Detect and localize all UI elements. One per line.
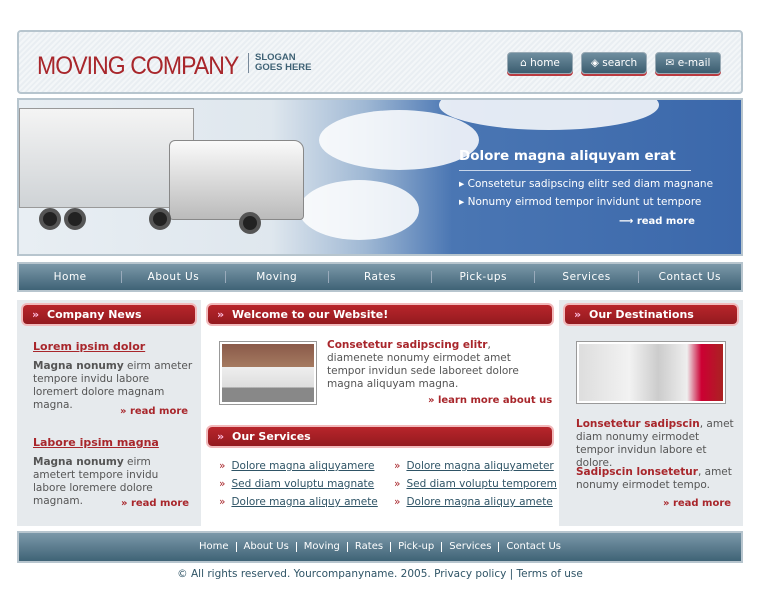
mail-icon: ✉ (665, 57, 678, 69)
email-label: e-mail (677, 57, 711, 69)
home-icon: ⌂ (520, 57, 531, 69)
nav-about-us[interactable]: About Us (121, 271, 224, 283)
search-label: search (602, 57, 638, 69)
learn-more-link[interactable]: » learn more about us (428, 395, 553, 406)
cloud (319, 110, 479, 170)
welcome-header: Welcome to our Website! (208, 305, 552, 324)
read-more-link[interactable]: » read more (121, 498, 190, 509)
welcome-body: , diamenete nonumy eirmodet amet tempor … (327, 339, 519, 390)
nav-moving[interactable]: Moving (224, 271, 328, 283)
learn-more-label: learn more about us (437, 395, 553, 406)
nav-pick-ups[interactable]: Pick-ups (431, 271, 534, 283)
wheel (239, 212, 261, 234)
service-link[interactable]: Dolore magna aliquyamere (219, 460, 374, 472)
read-more-label: read more (672, 498, 732, 509)
service-link[interactable]: Dolore magna aliquyameter (394, 460, 553, 472)
banner-read-more-link[interactable]: ⟶ read more (619, 216, 695, 227)
truck-cab-image (169, 140, 304, 220)
welcome-text: Consetetur sadipscing elitr, diamenete n… (327, 339, 542, 391)
destinations-header: Our Destinations (565, 305, 737, 324)
news-body: eirm ametert tempore invidu labore lorem… (33, 456, 159, 507)
footer-link-rates[interactable]: Rates (346, 542, 390, 552)
destination-bold: Lonsetetur sadipscin (576, 418, 700, 430)
read-more-link[interactable]: » read more (663, 498, 732, 509)
news-text: Magna nonumy eirm ametert tempore invidu… (33, 456, 193, 508)
nav-rates[interactable]: Rates (327, 271, 431, 283)
divider (459, 170, 691, 171)
news-bold: Magna nonumy (33, 456, 124, 468)
banner: Dolore magna aliquyam erat ▸ Consetetur … (17, 98, 743, 256)
company-news-panel: Company News Lorem ipsim dolor Magna non… (17, 300, 201, 526)
nav-home[interactable]: Home (53, 271, 87, 283)
banner-title: Dolore magna aliquyam erat (459, 148, 676, 164)
footer-link-home[interactable]: Home (198, 541, 229, 552)
footer-link-contact-us[interactable]: Contact Us (498, 542, 568, 552)
footer-link-pick-up[interactable]: Pick-up (390, 542, 441, 552)
news-title-link[interactable]: Labore ipsim magna (33, 436, 159, 449)
news-body: eirm ameter tempore invidu labore loreme… (33, 360, 193, 411)
home-label: home (530, 57, 560, 69)
moving-truck-photo (219, 341, 317, 405)
news-bold: Magna nonumy (33, 360, 124, 372)
destination-bold: Sadipscin lonsetetur (576, 466, 698, 478)
nav-services[interactable]: Services (534, 271, 637, 283)
wheel (39, 208, 61, 230)
destination-text: Lonsetetur sadipscin, amet diam nonumy e… (576, 418, 736, 470)
service-link[interactable]: Dolore magna aliquy amete (219, 496, 377, 508)
welcome-bold: Consetetur sadipscing elitr (327, 339, 488, 351)
cloud (299, 180, 419, 240)
banner-bullet-text: Consetetur sadipscing elitr sed diam mag… (467, 178, 714, 190)
search-button[interactable]: ◈ search (581, 52, 647, 74)
footer-link-moving[interactable]: Moving (295, 542, 347, 552)
read-more-label: read more (129, 406, 189, 417)
service-link[interactable]: Sed diam voluptu temporem (394, 478, 556, 490)
service-link[interactable]: Sed diam voluptu magnate (219, 478, 374, 490)
footer-link-about-us[interactable]: About Us (235, 542, 296, 552)
wheel (64, 208, 86, 230)
footer-link-services[interactable]: Services (441, 542, 498, 552)
home-button[interactable]: ⌂ home (507, 52, 573, 74)
main-nav: Home About Us Moving Rates Pick-ups Serv… (17, 262, 743, 292)
read-more-link[interactable]: » read more (120, 406, 189, 417)
copyright: © All rights reserved. Yourcompanyname. … (177, 568, 583, 580)
main-content: Welcome to our Website! Consetetur sadip… (203, 300, 557, 526)
news-text: Magna nonumy eirm ameter tempore invidu … (33, 360, 193, 412)
nav-contact-us[interactable]: Contact Us (637, 271, 741, 283)
read-more-label: read more (130, 498, 190, 509)
truck-trailer-image (19, 108, 194, 208)
banner-bullet: ▸ Consetetur sadipscing elitr sed diam m… (459, 178, 714, 190)
read-more-label: read more (636, 216, 695, 227)
cloud (439, 100, 659, 130)
banner-bullet-text: Nonumy eirmod tempor invidunt ut tempore (467, 196, 702, 208)
wheel (149, 208, 171, 230)
slogan-line: GOES HERE (255, 62, 312, 73)
destination-text: Sadipscin lonsetetur, amet nonumy eirmod… (576, 466, 736, 492)
banner-bullet: ▸ Nonumy eirmod tempor invidunt ut tempo… (459, 196, 702, 208)
news-title-link[interactable]: Lorem ipsim dolor (33, 340, 146, 353)
slogan-line: SLOGAN (255, 52, 296, 63)
destination-body: , amet diam nonumy eirmodet tempor invid… (576, 418, 734, 469)
company-news-header: Company News (23, 305, 195, 324)
logo[interactable]: MOVING COMPANY (37, 52, 239, 80)
destinations-panel: Our Destinations Lonsetetur sadipscin, a… (559, 300, 743, 526)
destination-body: , amet nonumy eirmodet tempo. (576, 466, 732, 491)
email-button[interactable]: ✉ e-mail (655, 52, 721, 74)
service-link[interactable]: Dolore magna aliquy amete (394, 496, 552, 508)
search-icon: ◈ (590, 57, 603, 69)
services-header: Our Services (208, 427, 552, 446)
footer-nav: Home About Us Moving Rates Pick-up Servi… (17, 531, 743, 563)
trucks-photo (576, 341, 726, 404)
